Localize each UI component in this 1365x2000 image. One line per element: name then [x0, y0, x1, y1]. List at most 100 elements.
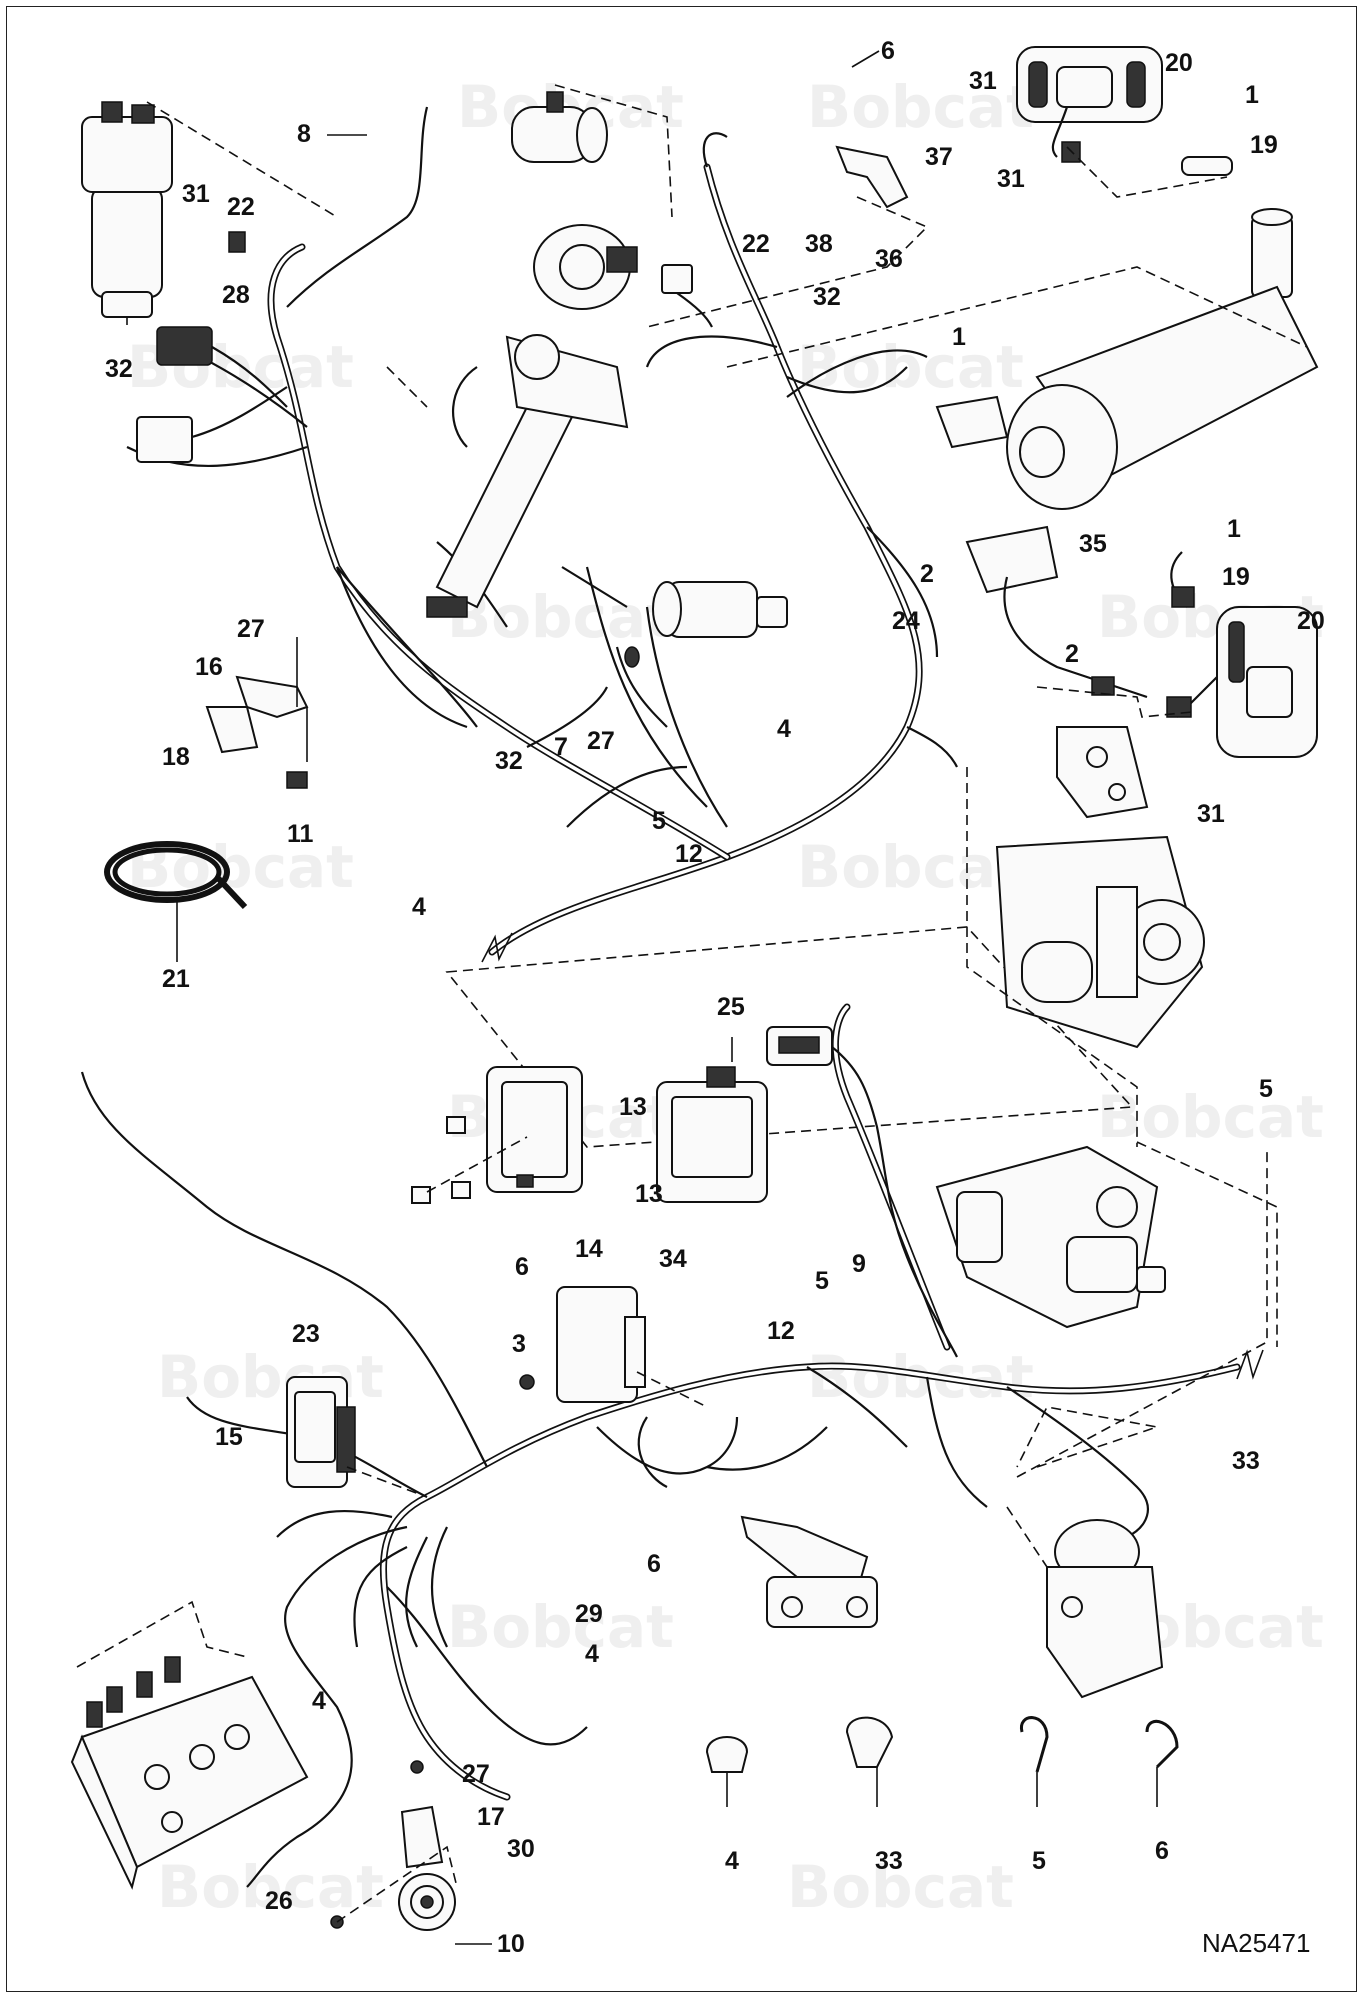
callout-4: 4: [312, 1687, 326, 1715]
callout-32: 32: [813, 283, 841, 311]
callout-23: 23: [292, 1320, 320, 1348]
callout-37: 37: [925, 143, 953, 171]
callout-27: 27: [462, 1760, 490, 1788]
callout-12: 12: [767, 1317, 795, 1345]
callout-21: 21: [162, 965, 190, 993]
callout-4: 4: [412, 893, 426, 921]
callout-6: 6: [1155, 1837, 1169, 1865]
callout-10: 10: [497, 1930, 525, 1958]
control-module-15: [286, 1376, 428, 1498]
horn-10: [330, 1760, 458, 1931]
callout-28: 28: [222, 281, 250, 309]
callout-36: 36: [875, 245, 903, 273]
controller-module-13a: [411, 1066, 583, 1204]
callout-1: 1: [1245, 81, 1259, 109]
callout-25: 25: [717, 993, 745, 1021]
callout-19: 19: [1222, 563, 1250, 591]
callout-26: 26: [265, 1887, 293, 1915]
tail-lamp-assembly-right: [965, 525, 1318, 758]
callout-4: 4: [725, 1847, 739, 1875]
watermark-text: Bobcat: [1097, 1083, 1324, 1151]
callout-34: 34: [659, 1245, 687, 1273]
callout-33: 33: [875, 1847, 903, 1875]
callout-24: 24: [892, 607, 920, 635]
callout-18: 18: [162, 743, 190, 771]
callout-27: 27: [587, 727, 615, 755]
callout-9: 9: [852, 1250, 866, 1278]
callout-31: 31: [997, 165, 1025, 193]
control-valve-stack: [70, 1600, 309, 1890]
bracket-parts-left: [205, 637, 309, 789]
callout-13: 13: [619, 1093, 647, 1121]
wiring-harness-diagram: Bobcat Bobcat Bobcat Bobcat Bobcat Bobca…: [70, 37, 1325, 1958]
callout-31: 31: [182, 180, 210, 208]
watermark-text: Bobcat: [787, 1853, 1014, 1921]
callout-5: 5: [652, 807, 666, 835]
callout-7: 7: [554, 733, 568, 761]
callout-13: 13: [635, 1180, 663, 1208]
watermark-layer: Bobcat Bobcat Bobcat Bobcat Bobcat Bobca…: [127, 73, 1324, 1921]
watermark-text: Bobcat: [807, 73, 1034, 141]
callout-15: 15: [215, 1423, 243, 1451]
lower-main-harness: [80, 1003, 1268, 1888]
callout-31: 31: [969, 67, 997, 95]
harness-connector-block-left: [136, 326, 288, 463]
foot-pedal-sensor: [740, 1515, 878, 1628]
callout-4: 4: [585, 1640, 599, 1668]
callout-3: 3: [512, 1330, 526, 1358]
callout-19: 19: [1250, 131, 1278, 159]
callout-22: 22: [227, 193, 255, 221]
callout-16: 16: [195, 653, 223, 681]
watermark-text: Bobcat: [157, 1853, 384, 1921]
callout-33: 33: [1232, 1447, 1260, 1475]
callout-11: 11: [287, 820, 314, 848]
reference-code: NA25471: [1202, 1928, 1310, 1958]
callout-31: 31: [1197, 800, 1225, 828]
callout-29: 29: [575, 1600, 603, 1628]
alternator: [533, 224, 713, 328]
callout-20: 20: [1165, 49, 1193, 77]
clip-set-bottom: [705, 1716, 1179, 1807]
watermark-text: Bobcat: [797, 833, 1024, 901]
solenoid-valve-small: [1056, 726, 1149, 819]
air-intake-sensor: [511, 84, 673, 218]
callout-20: 20: [1297, 607, 1325, 635]
callout-8: 8: [297, 120, 311, 148]
callout-5: 5: [815, 1267, 829, 1295]
callout-32: 32: [105, 355, 133, 383]
callout-22: 22: [742, 230, 770, 258]
hydraulic-motor-lower: [935, 1141, 1278, 1347]
callout-1: 1: [1227, 515, 1241, 543]
callout-2: 2: [1065, 640, 1079, 668]
exhaust-aftertreatment: [726, 208, 1319, 510]
callout-4: 4: [777, 715, 791, 743]
callout-27: 27: [237, 615, 265, 643]
connector-25: [766, 1026, 958, 1358]
ecu-module-14: [519, 1286, 708, 1408]
callout-6: 6: [881, 37, 895, 65]
callout-2: 2: [920, 560, 934, 588]
controller-module-13b: [656, 1037, 768, 1203]
callout-14: 14: [575, 1235, 603, 1263]
diagram-frame: Bobcat Bobcat Bobcat Bobcat Bobcat Bobca…: [6, 6, 1357, 1992]
engine-bracket-36: [646, 145, 929, 328]
callout-6: 6: [647, 1550, 661, 1578]
accumulator-valve-block: [1006, 1506, 1164, 1699]
starter-motor: [561, 566, 788, 728]
callout-12: 12: [675, 840, 703, 868]
fuel-filter-assembly: [81, 101, 338, 325]
tail-lamp-top: [1016, 46, 1233, 198]
callout-35: 35: [1079, 530, 1107, 558]
conduit-coil-21: [104, 841, 248, 910]
fuel-pump-canister: [386, 334, 629, 618]
callout-38: 38: [805, 230, 833, 258]
watermark-text: Bobcat: [447, 1593, 674, 1661]
callout-32: 32: [495, 747, 523, 775]
callout-labels: 6 20 31 1 19 37 31 22 38 36 32 1 8 31 22…: [105, 37, 1325, 1958]
callout-17: 17: [477, 1803, 505, 1831]
callout-5: 5: [1032, 1847, 1046, 1875]
callout-1: 1: [952, 323, 966, 351]
hydrostatic-pump-upper: [966, 767, 1205, 1147]
callout-30: 30: [507, 1835, 535, 1863]
callout-5: 5: [1259, 1075, 1273, 1103]
